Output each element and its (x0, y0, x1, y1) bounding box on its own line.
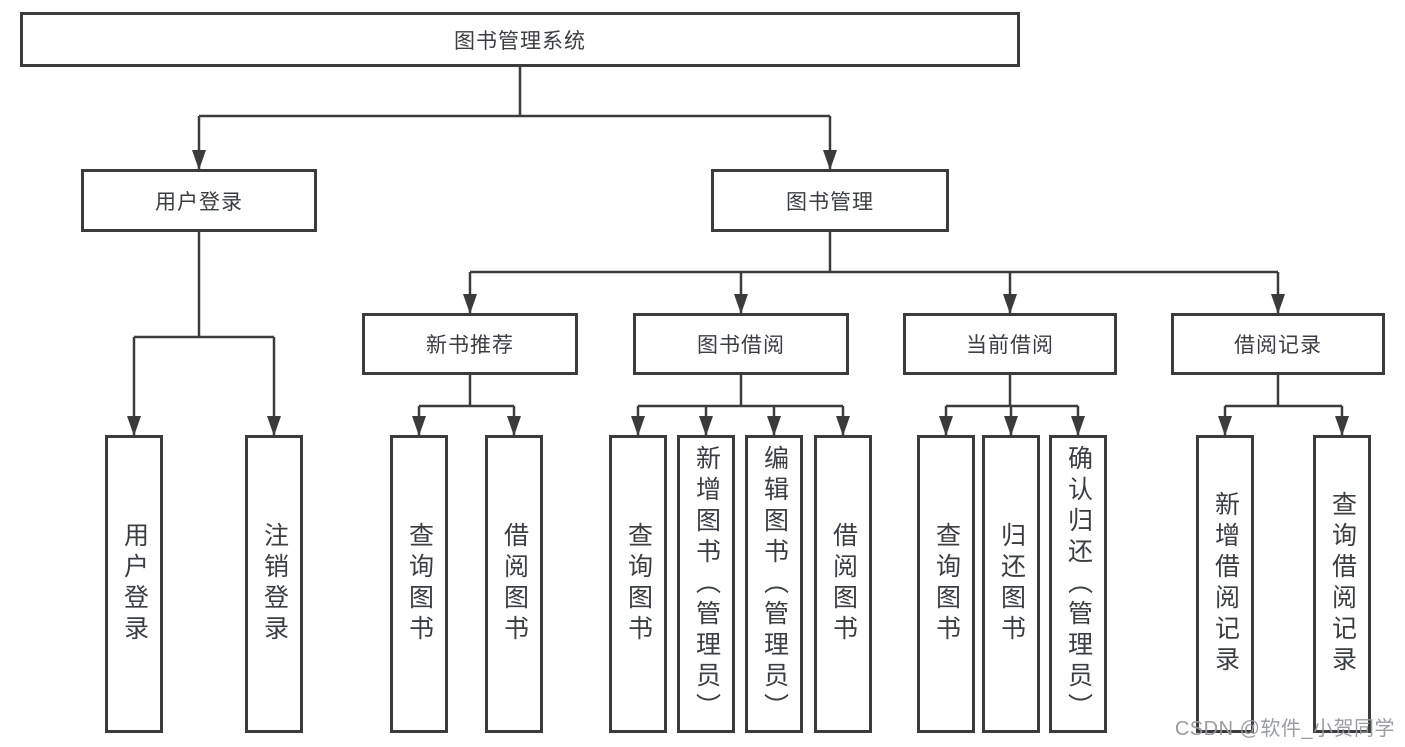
leaf-records-query-record: 查询借阅记录 (1313, 435, 1371, 733)
node-new-book-recommend: 新书推荐 (362, 313, 578, 375)
leaf-current-confirm-return-admin: 确认归还（管理员） (1049, 435, 1107, 733)
leaf-newbook-query-books: 查询图书 (390, 435, 448, 733)
node-library-system: 图书管理系统 (20, 12, 1020, 67)
leaf-current-query-books: 查询图书 (917, 435, 975, 733)
leaf-borrow-borrow-books: 借阅图书 (814, 435, 872, 733)
leaf-user-login: 用户登录 (105, 435, 163, 733)
leaf-newbook-borrow-books: 借阅图书 (485, 435, 543, 733)
leaf-borrow-edit-books-admin: 编辑图书（管理员） (745, 435, 803, 733)
node-book-borrow: 图书借阅 (633, 313, 849, 375)
node-current-borrow: 当前借阅 (903, 313, 1117, 375)
node-book-management: 图书管理 (711, 169, 949, 232)
csdn-watermark: CSDN @软件_小贺同学 (1174, 718, 1395, 740)
leaf-logout: 注销登录 (245, 435, 303, 733)
leaf-records-add-record: 新增借阅记录 (1196, 435, 1254, 733)
leaf-borrow-query-books: 查询图书 (609, 435, 667, 733)
leaf-borrow-add-books-admin: 新增图书（管理员） (677, 435, 735, 733)
node-user-login: 用户登录 (81, 169, 317, 232)
leaf-current-return-books: 归还图书 (982, 435, 1040, 733)
node-borrow-records: 借阅记录 (1171, 313, 1385, 375)
